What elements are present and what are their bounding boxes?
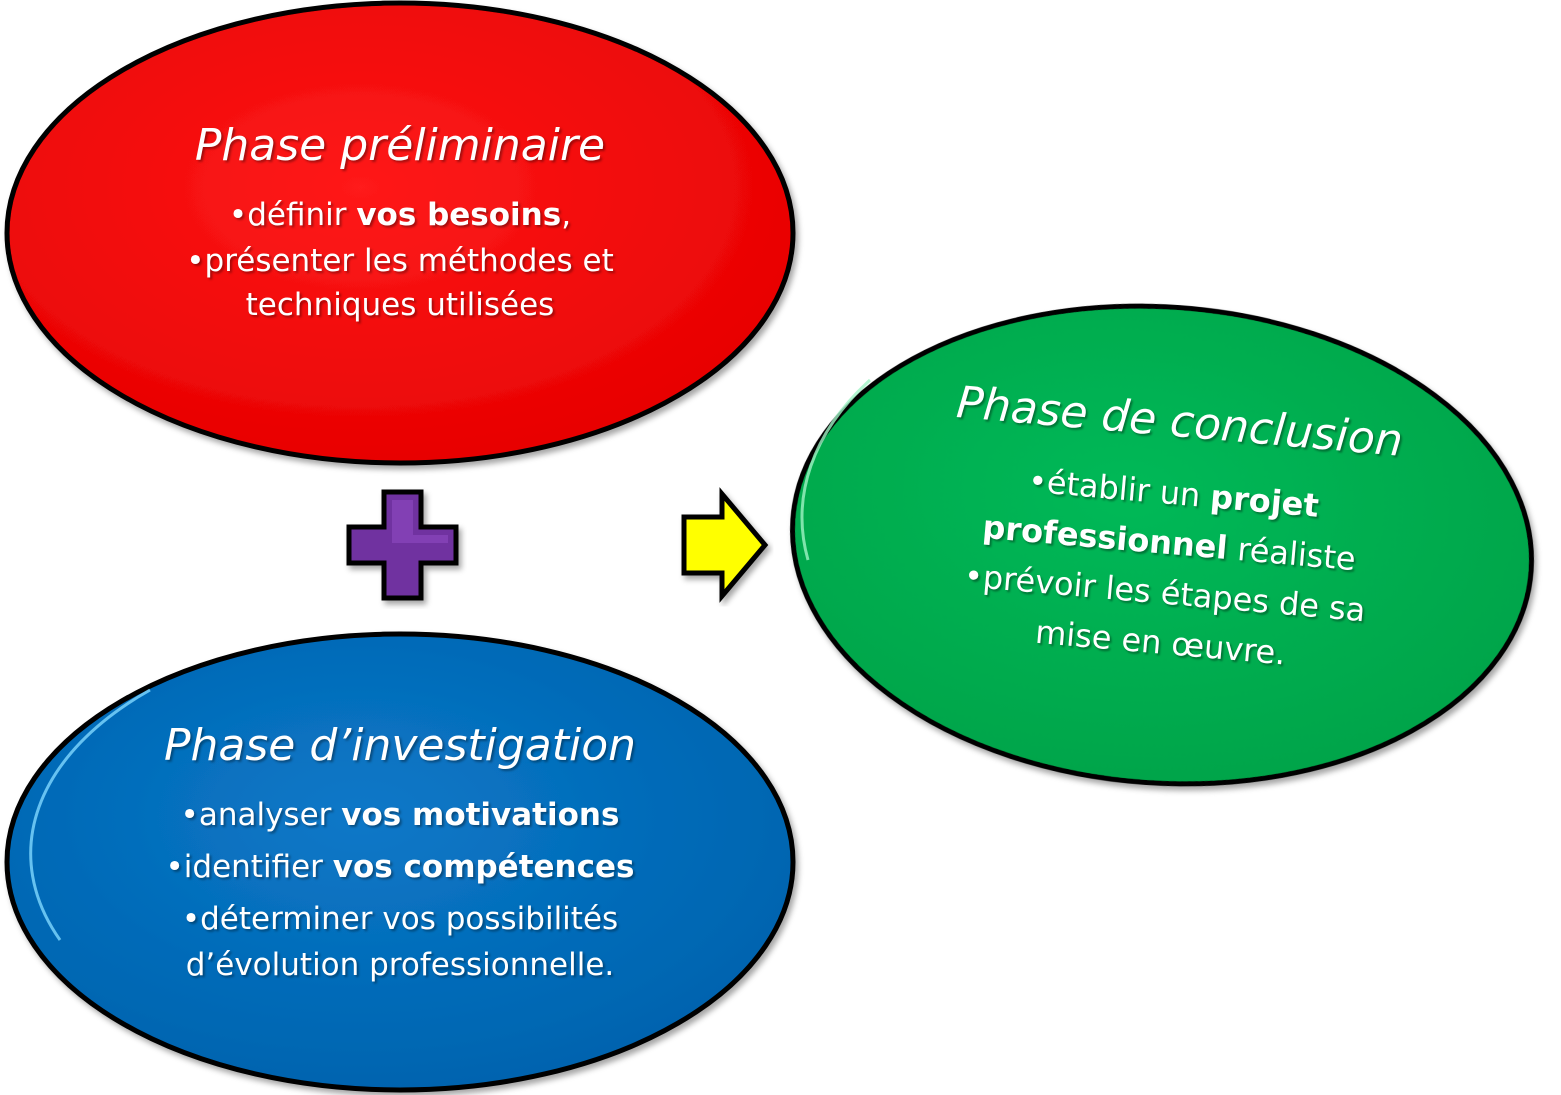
bullet-text: , (561, 197, 572, 234)
arrow-right-icon (681, 487, 769, 603)
phase-preliminaire-ellipse (4, 0, 796, 466)
phase-conclusion-ellipse (790, 303, 1534, 787)
bullet-text: réaliste (1225, 529, 1358, 579)
phase-investigation-title: Phase d’investigation (163, 720, 637, 771)
phase-investigation-ellipse (4, 631, 796, 1093)
bullet-bold-text: vos motivations (341, 797, 620, 834)
phase-conclusion-content: Phase de conclusion •établir un projet p… (889, 375, 1451, 691)
bullet-text: •définir (228, 197, 357, 234)
phase-preliminaire-bullet-1: •définir vos besoins, (140, 192, 660, 238)
bullet-bold-text: vos besoins (356, 197, 562, 234)
green-ellipse-highlight (800, 378, 872, 561)
phase-investigation-bullet-1: •analyser vos motivations (135, 792, 665, 838)
phase-investigation-bullet-3-cont: d’évolution professionnelle. (185, 947, 615, 984)
bullet-bold-text: vos compétences (332, 849, 635, 886)
phase-investigation-bullet-2: •identifier vos compétences (135, 844, 665, 890)
phase-preliminaire-title: Phase préliminaire (194, 120, 606, 171)
bullet-bold-text: projet (1208, 477, 1321, 526)
bullet-text: •identifier (165, 849, 333, 886)
phase-preliminaire-content: Phase préliminaire •définir vos besoins,… (140, 120, 660, 328)
phase-preliminaire-bullet-2: •présenter les méthodes et (186, 243, 614, 280)
plus-icon (346, 489, 459, 601)
bullet-text: •analyser (180, 797, 342, 834)
phase-investigation-bullet-3: •déterminer vos possibilités (181, 901, 619, 938)
phase-preliminaire-bullet-2-cont: techniques utilisées (245, 287, 555, 324)
blue-ellipse-highlight (29, 688, 151, 941)
phase-investigation-content: Phase d’investigation •analyser vos moti… (135, 720, 665, 988)
